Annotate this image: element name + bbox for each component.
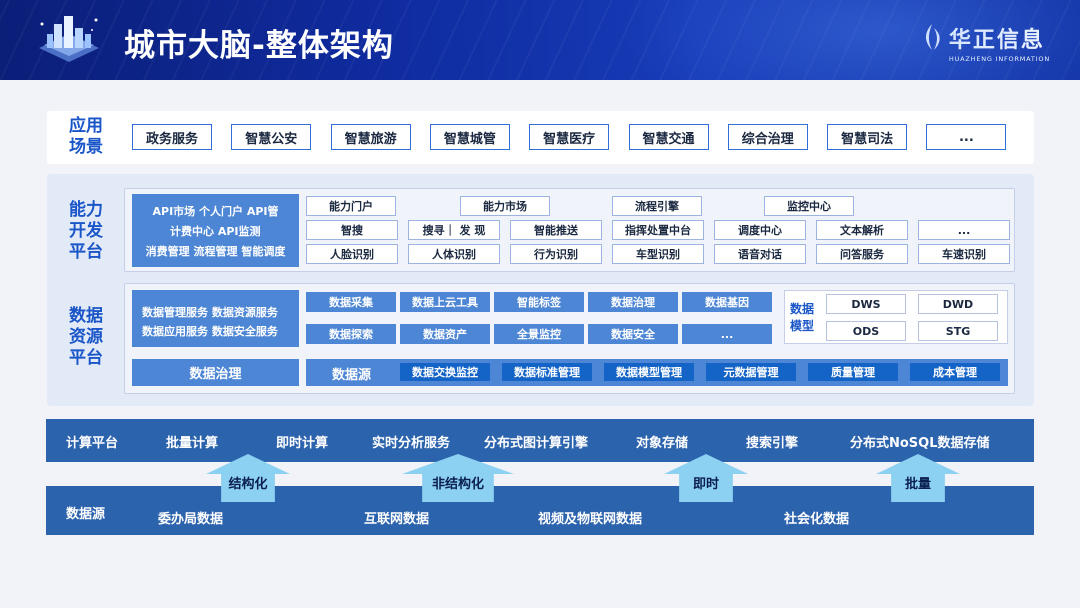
arrow-label: 非结构化 — [431, 477, 484, 492]
recognition-cell: 人体识别 — [408, 244, 500, 264]
data-function-cell: 数据治理 — [588, 292, 678, 312]
compute-item: 分布式图计算引擎 — [484, 436, 589, 451]
capability-cell: 搜寻｜ 发 现 — [408, 220, 500, 240]
gateway-line: API市场 个人门户 API管 — [152, 205, 279, 218]
compute-item: 分布式NoSQL数据存储 — [850, 436, 990, 451]
capability-header: 能力市场 — [460, 196, 550, 216]
compute-item: 批量计算 — [166, 436, 219, 451]
upward-arrow-icon — [664, 454, 748, 502]
data-function-cell: 数据探索 — [306, 324, 396, 344]
capability-header: 流程引擎 — [612, 196, 702, 216]
arrow-label: 结构化 — [228, 477, 268, 492]
brand-subtitle: HUAZHENG INFORMATION — [948, 55, 1050, 63]
data-platform-label: 数据 资源 平台 — [69, 306, 103, 368]
data-tool-cell: 元数据管理 — [706, 363, 796, 381]
recognition-cell: 问答服务 — [816, 244, 908, 264]
recognition-cell: 车型识别 — [612, 244, 704, 264]
data-function-cell: 数据采集 — [306, 292, 396, 312]
data-model-cell: DWD — [918, 294, 998, 314]
data-tool-cell: 质量管理 — [808, 363, 898, 381]
brand-name: 华正信息 — [948, 28, 1045, 53]
data-function-cell: 数据基因 — [682, 292, 772, 312]
capability-platform-label: 能力 开发 平台 — [69, 200, 103, 262]
app-scenario-item: 综合治理 — [727, 124, 808, 150]
data-tool-cell: 成本管理 — [910, 363, 1000, 381]
data-model-cell: DWS — [826, 294, 906, 314]
compute-item: 搜索引擎 — [746, 436, 799, 451]
app-scenario-item: 智慧旅游 — [330, 124, 411, 150]
data-function-cell: 数据资产 — [400, 324, 490, 344]
data-governance-box: 数据治理 — [132, 359, 299, 386]
data-source-band — [46, 486, 1034, 535]
brand-mark-icon — [925, 24, 940, 50]
app-scenario-item: ... — [926, 124, 1007, 150]
capability-cell: 调度中心 — [714, 220, 806, 240]
recognition-cell: 人脸识别 — [306, 244, 398, 264]
data-source-label: 数据源 — [66, 507, 106, 522]
compute-item: 实时分析服务 — [372, 436, 451, 451]
gateway-line: 计费中心 API监测 — [170, 225, 261, 238]
recognition-cell: 语音对话 — [714, 244, 806, 264]
capability-cell: ... — [918, 220, 1010, 240]
app-scenario-item: 智慧司法 — [827, 124, 908, 150]
compute-platform-band — [46, 419, 1034, 462]
capability-cell: 智能推送 — [510, 220, 602, 240]
data-source-item: 社会化数据 — [784, 512, 850, 527]
data-model-label: 数据 模型 — [790, 302, 815, 333]
app-scenario-item: 智慧公安 — [231, 124, 312, 150]
data-service-line: 数据应用服务 数据安全服务 — [142, 325, 278, 338]
app-scenario-item: 政务服务 — [132, 124, 212, 150]
capability-cell: 指挥处置中台 — [612, 220, 704, 240]
brand-logo: 华正信息 HUAZHENG INFORMATION — [925, 22, 1050, 63]
data-tool-cell: 数据标准管理 — [502, 363, 592, 381]
header-banner: 城市大脑-整体架构 华正信息 HUAZHENG INFORMATION — [0, 0, 1080, 80]
capability-cell: 智搜 — [306, 220, 398, 240]
app-scenario-item: 智慧城管 — [429, 124, 510, 150]
data-function-cell: ... — [682, 324, 772, 344]
data-function-cell: 数据上云工具 — [400, 292, 490, 312]
data-model-cell: ODS — [826, 321, 906, 341]
data-function-cell: 全景监控 — [494, 324, 584, 344]
data-tool-cell: 数据交换监控 — [400, 363, 490, 381]
upward-arrow-icon — [402, 454, 514, 502]
compute-platform-label: 计算平台 — [66, 436, 119, 451]
recognition-cell: 行为识别 — [510, 244, 602, 264]
data-source-tool-label: 数据源 — [332, 368, 372, 383]
data-source-item: 互联网数据 — [364, 512, 430, 527]
upward-arrow-icon — [206, 454, 290, 502]
data-service-line: 数据管理服务 数据资源服务 — [142, 306, 278, 319]
data-function-cell: 智能标签 — [494, 292, 584, 312]
recognition-cell: 车速识别 — [918, 244, 1010, 264]
city-buildings-icon — [39, 16, 99, 62]
data-service-box: 数据管理服务 数据资源服务 数据应用服务 数据安全服务 — [132, 290, 299, 347]
data-tool-cell: 数据模型管理 — [604, 363, 694, 381]
upward-arrow-icon — [876, 454, 960, 502]
capability-cell: 文本解析 — [816, 220, 908, 240]
compute-item: 即时计算 — [276, 436, 329, 451]
app-scenario-label: 应用 场景 — [69, 116, 103, 157]
arrow-label: 即时 — [692, 477, 719, 492]
app-scenario-item: 智慧医疗 — [529, 124, 610, 150]
compute-item: 对象存储 — [636, 436, 689, 451]
data-function-cell: 数据安全 — [588, 324, 678, 344]
capability-gateway-box: API市场 个人门户 API管 计费中心 API监测 消费管理 流程管理 智能调… — [132, 194, 299, 267]
page-title: 城市大脑-整体架构 — [124, 28, 394, 64]
capability-header: 能力门户 — [306, 196, 396, 216]
data-model-cell: STG — [918, 321, 998, 341]
arrow-label: 批量 — [904, 477, 931, 492]
gateway-line: 消费管理 流程管理 智能调度 — [145, 245, 286, 258]
capability-header: 监控中心 — [764, 196, 854, 216]
app-scenario-item: 智慧交通 — [628, 124, 709, 150]
data-source-item: 委办局数据 — [158, 512, 224, 527]
data-source-item: 视频及物联网数据 — [538, 512, 643, 527]
